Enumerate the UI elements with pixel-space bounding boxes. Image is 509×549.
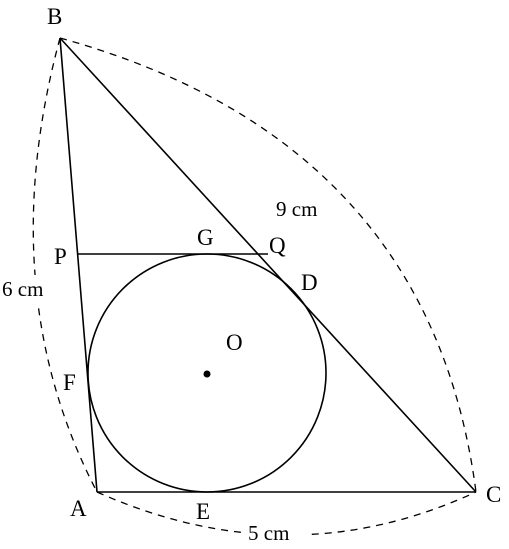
arc-bc-9cm [59, 37, 477, 493]
incircle [87, 253, 327, 493]
label-e: E [196, 499, 210, 524]
label-q: Q [269, 233, 286, 258]
label-g: G [197, 225, 214, 250]
measure-ab: 6 cm [2, 277, 43, 301]
label-a: A [70, 496, 87, 521]
label-b: B [47, 4, 62, 29]
side-ab [59, 37, 98, 493]
side-bc [59, 37, 477, 493]
center-point-o [203, 370, 211, 378]
measure-ac: 5 cm [248, 521, 289, 545]
label-p: P [54, 244, 67, 269]
label-o: O [226, 330, 243, 355]
label-f: F [63, 370, 76, 395]
measure-bc: 9 cm [276, 197, 317, 221]
label-d: D [301, 270, 318, 295]
arc-ab-6cm [32, 37, 98, 493]
label-c: C [486, 482, 501, 507]
